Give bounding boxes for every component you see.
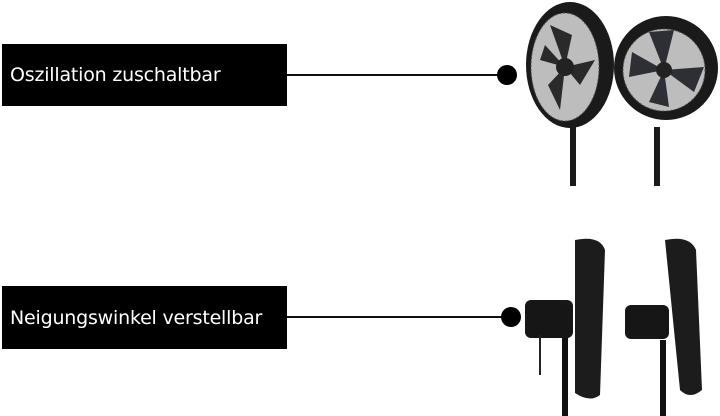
connector-dot xyxy=(501,307,521,327)
fan-side-right-image xyxy=(625,238,702,416)
fan-front-right-image xyxy=(614,16,718,186)
fan-side-left-image xyxy=(525,238,605,416)
connector-line xyxy=(287,74,499,76)
feature-label-oscillation: Oszillation zuschaltbar xyxy=(2,44,287,106)
feature-label-text: Neigungswinkel verstellbar xyxy=(10,306,263,329)
connector-dot xyxy=(497,65,517,85)
feature-label-text: Oszillation zuschaltbar xyxy=(10,64,221,86)
connector-line xyxy=(287,316,505,318)
fan-front-left-image xyxy=(526,2,614,186)
feature-label-tilt: Neigungswinkel verstellbar xyxy=(2,286,287,349)
